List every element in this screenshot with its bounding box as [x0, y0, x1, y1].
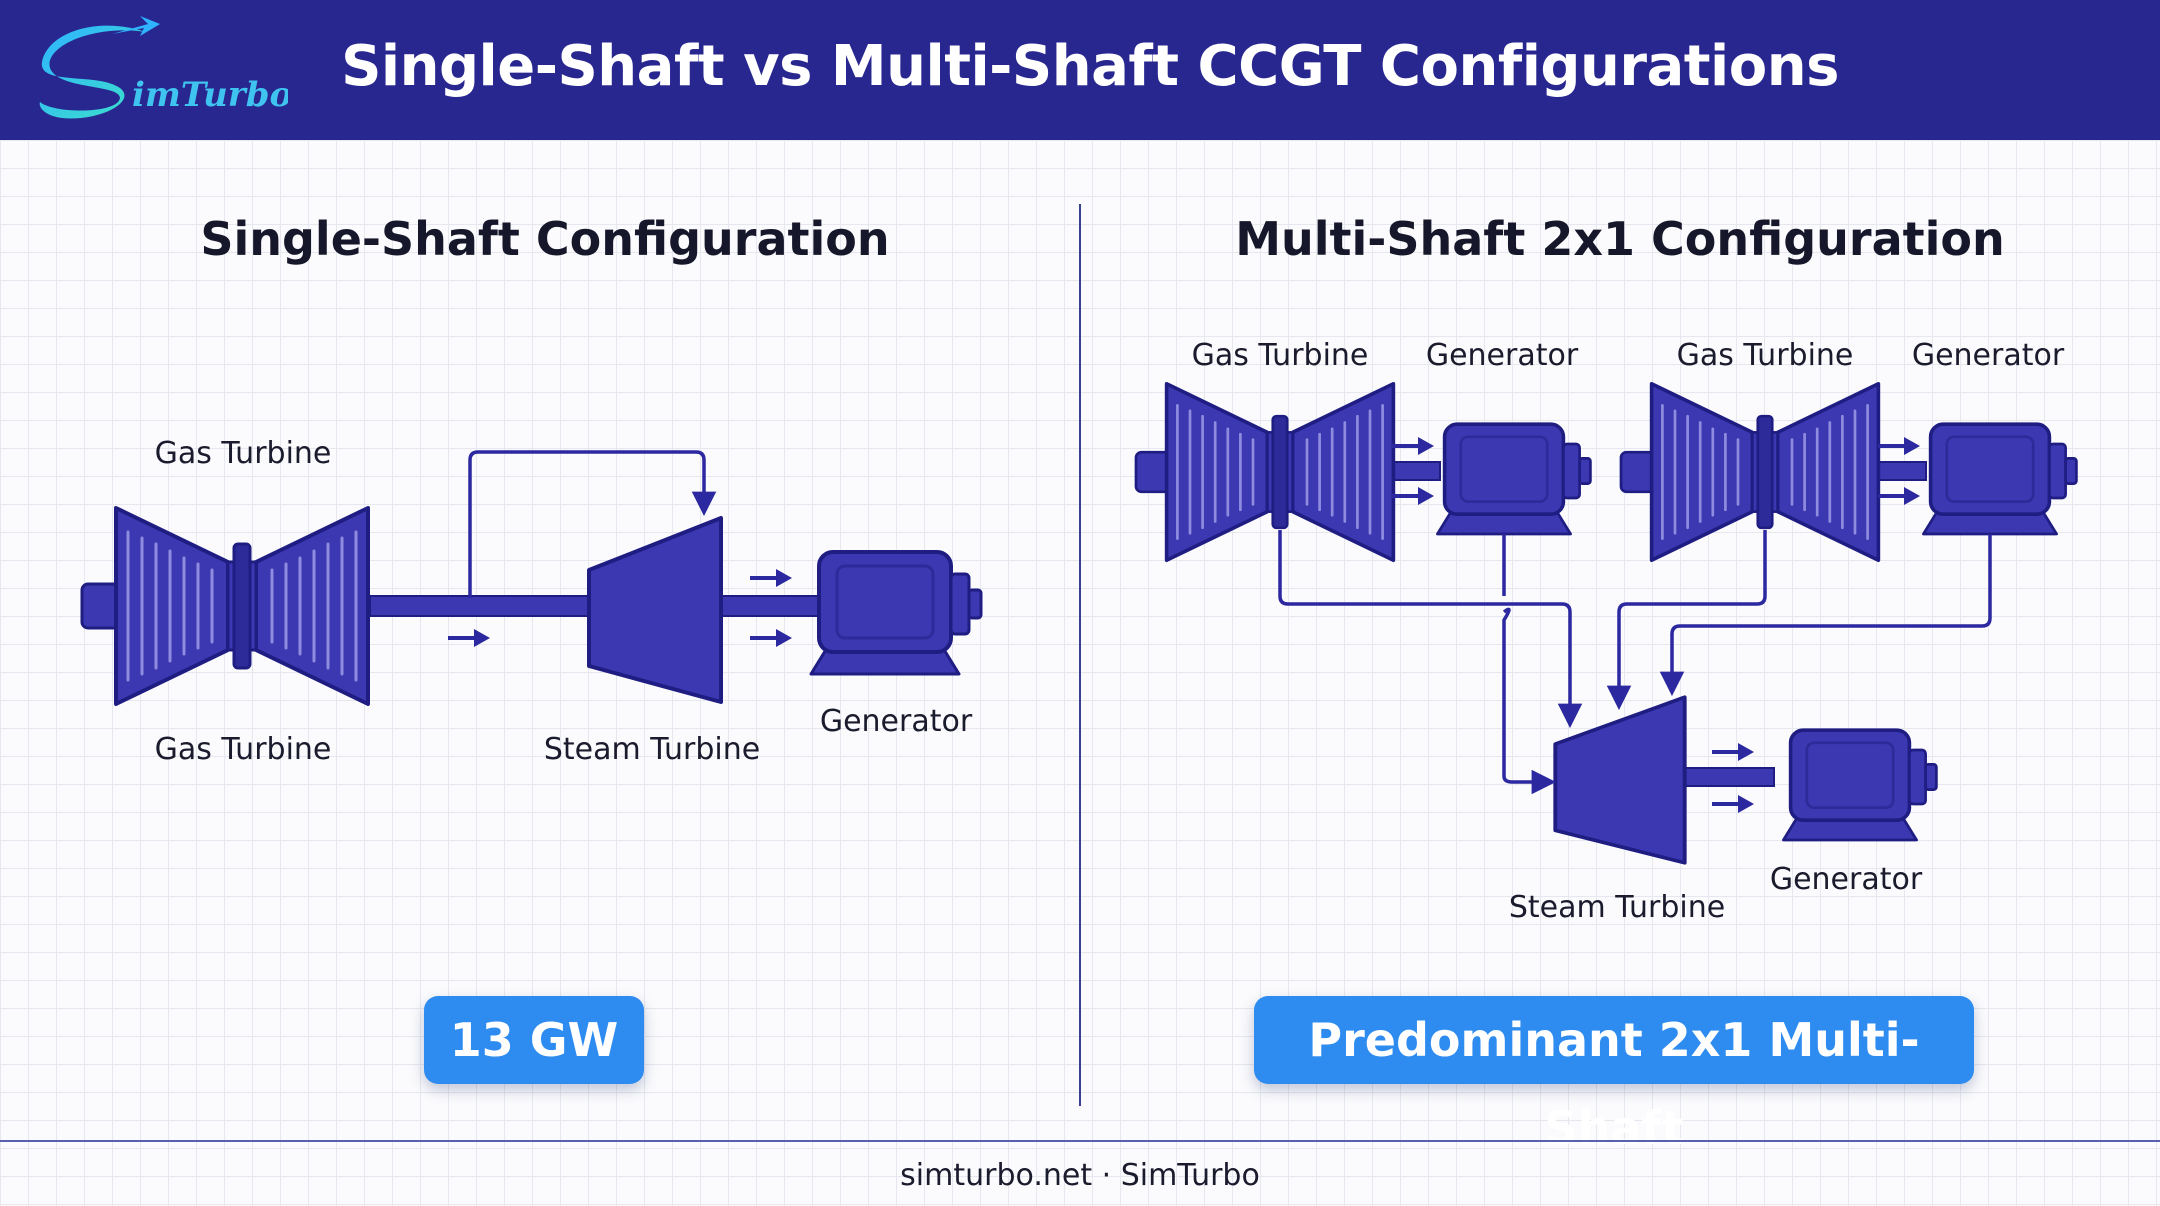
- generator-1-icon: [1435, 422, 1593, 536]
- power-arrow-icon: [748, 627, 794, 649]
- gas-turbine-bottom-label: Gas Turbine: [154, 732, 332, 767]
- generator-3-icon: [1781, 728, 1939, 842]
- capacity-badge: 13 GW: [424, 996, 644, 1084]
- multi-shaft-drawing: [1134, 381, 2079, 865]
- power-arrow-icon: [748, 567, 794, 589]
- steam-turbine-right-label: Steam Turbine: [1508, 890, 1726, 925]
- generator-label: Generator: [819, 704, 973, 739]
- footer-credit: simturbo.net · SimTurbo: [900, 1158, 1260, 1193]
- gas-turbine-1-icon: [1134, 381, 1396, 563]
- steam-turbine-icon: [587, 516, 723, 704]
- gen1-line: [1502, 534, 1552, 782]
- gas-turbine-2-label: Gas Turbine: [1676, 338, 1854, 373]
- steam-turbine-label: Steam Turbine: [543, 732, 761, 767]
- simturbo-logo[interactable]: imTurbo: [28, 10, 288, 130]
- st-gen-shaft: [717, 595, 819, 617]
- exhaust-steam-line: [468, 450, 717, 598]
- generator-2-icon: [1921, 422, 2079, 536]
- generator-icon: [809, 550, 983, 676]
- generator-1-label: Generator: [1425, 338, 1579, 373]
- shaft-3: [1683, 767, 1775, 787]
- single-shaft-drawing: [80, 450, 983, 706]
- page-title: Single-Shaft vs Multi-Shaft CCGT Configu…: [341, 34, 1839, 99]
- shaft-arrow-icon: [446, 627, 492, 649]
- logo-swoosh-icon: [39, 25, 146, 119]
- steam-turbine-icon: [1553, 695, 1687, 865]
- gen2-line: [1659, 534, 1992, 697]
- footer-divider: [0, 1140, 2160, 1142]
- logo-arrow-icon: [112, 16, 160, 36]
- predominant-badge: Predominant 2x1 Multi-Shaft: [1254, 996, 1974, 1155]
- gas-turbine-top-label: Gas Turbine: [154, 436, 332, 471]
- gt1-exhaust-line: [1278, 530, 1583, 729]
- logo-text: imTurbo: [132, 75, 288, 115]
- multi-shaft-title: Multi-Shaft 2x1 Configuration: [1235, 212, 2005, 266]
- generator-3-label: Generator: [1769, 862, 1923, 897]
- header-bar: imTurbo Single-Shaft vs Multi-Shaft CCGT…: [0, 0, 2160, 140]
- gt2-exhaust-line: [1606, 530, 1767, 711]
- gas-turbine-icon: [80, 506, 370, 706]
- generator-2-label: Generator: [1911, 338, 2065, 373]
- gas-turbine-2-icon: [1619, 381, 1881, 563]
- single-shaft-title: Single-Shaft Configuration: [200, 212, 890, 266]
- gas-turbine-1-label: Gas Turbine: [1191, 338, 1369, 373]
